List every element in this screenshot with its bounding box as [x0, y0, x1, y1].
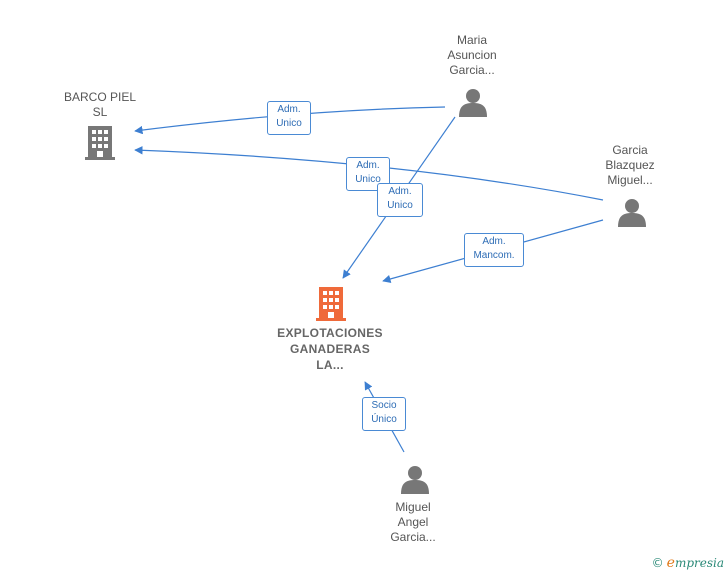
copyright-symbol: ©: [651, 556, 664, 570]
building-icon-main[interactable]: [316, 287, 346, 321]
person-icon[interactable]: [618, 199, 646, 227]
person-icon[interactable]: [459, 89, 487, 117]
edge-label-maria-explotaciones[interactable]: Adm. Unico: [377, 183, 423, 217]
node-label-miguel[interactable]: Miguel Angel Garcia...: [390, 500, 436, 544]
node-label-barco[interactable]: BARCO PIEL SL: [63, 90, 137, 119]
edge-label-miguel-explotaciones[interactable]: Socio Único: [362, 397, 406, 431]
edge-label-garcia-explotaciones[interactable]: Adm. Mancom.: [464, 233, 524, 267]
person-icon[interactable]: [401, 466, 429, 494]
building-icon[interactable]: [85, 126, 115, 160]
brand-footer[interactable]: ©empresia: [652, 555, 724, 571]
node-label-maria[interactable]: Maria Asuncion Garcia...: [447, 33, 497, 77]
brand-name: mpresia: [674, 556, 724, 570]
node-label-explotaciones[interactable]: EXPLOTACIONES GANADERAS LA...: [277, 326, 383, 372]
edge-label-maria-barco[interactable]: Adm. Unico: [267, 101, 311, 135]
node-label-garcia-blazquez[interactable]: Garcia Blazquez Miguel...: [605, 143, 655, 187]
brand-initial: e: [666, 555, 675, 571]
